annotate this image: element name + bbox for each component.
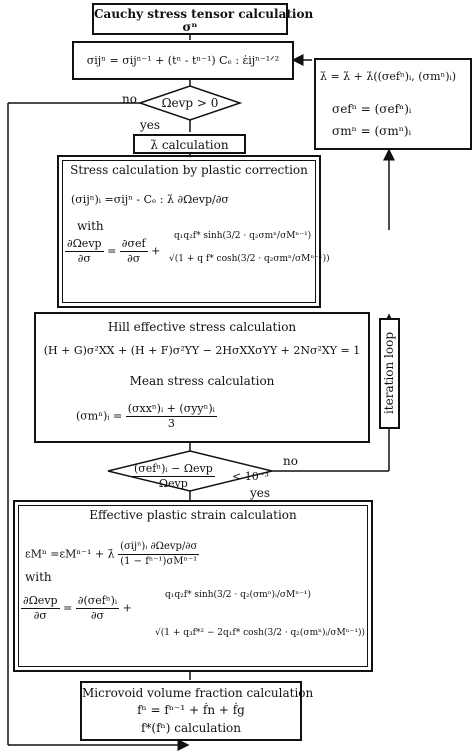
decision2-den: Ωevp — [158, 477, 188, 490]
strain-with: with — [25, 570, 52, 584]
strain-lhs-den: ∂σ — [33, 609, 47, 622]
lambda-calculation-text: λ̇ calculation — [150, 138, 229, 152]
plastic-title: Stress calculation by plastic correction — [70, 163, 308, 177]
decision1-text: Ωevp > 0 — [161, 96, 219, 110]
mean-stress-den: 3 — [167, 417, 175, 430]
iteration-loop-label: iteration loop — [382, 331, 396, 415]
decision2-compare: < 10⁻³ — [232, 470, 269, 483]
plastic-lhs-num: ∂Ωevp — [65, 237, 104, 252]
plastic-correction-box: Stress calculation by plastic correction… — [57, 155, 330, 308]
mean-stress-title: Mean stress calculation — [129, 374, 275, 388]
strain-rhs1-den: ∂σ — [90, 609, 105, 622]
plastic-rhs1-num: ∂σef — [119, 237, 148, 252]
plastic-lhs: ∂Ωevp∂σ = ∂σef∂σ + — [65, 237, 161, 265]
decision1-no-label: no — [122, 92, 137, 106]
decision2-num: (σefⁿ)ᵢ − Ωevp — [132, 462, 215, 477]
decision2-yes-label: yes — [250, 486, 271, 500]
lambda-update-eq3: σmⁿ = (σmⁿ)ᵢ — [332, 124, 411, 138]
strain-eq-lhs: εMⁿ =εMⁿ⁻¹ + λ̇ — [25, 547, 115, 561]
plastic-with: with — [77, 219, 104, 233]
hill-equation: (H + G)σ²XX + (H + F)σ²YY − 2HσXXσYY + 2… — [43, 344, 361, 357]
fstar-calculation: f*(fⁿ) calculation — [140, 721, 242, 735]
strain-equation: εMⁿ =εMⁿ⁻¹ + λ̇ (σijⁿ)ᵢ ∂Ωevp/∂σ(1 − fⁿ⁻… — [25, 540, 200, 569]
mean-stress-num: (σxxⁿ)ᵢ + (σyyⁿ)ᵢ — [125, 402, 217, 417]
decision-diamond-1 — [137, 85, 243, 121]
iteration-loop-box: iteration loop — [379, 318, 400, 429]
lambda-update-eq2: σefⁿ = (σefⁿ)ᵢ — [332, 102, 412, 116]
decision2-no-label: no — [283, 454, 298, 468]
cauchy-title: Cauchy stress tensor calculation — [94, 7, 314, 21]
strain-title: Effective plastic strain calculation — [89, 508, 297, 522]
microvoid-box: Microvoid volume fraction calculation fⁿ… — [80, 681, 314, 741]
lambda-update-eq1: λ̇ = λ̇ + λ̇((σefⁿ)ᵢ, (σmⁿ)ᵢ) — [320, 70, 457, 83]
microvoid-equation: fⁿ = fⁿ⁻¹ + ḟn + ḟg — [137, 703, 245, 717]
trial-stress-equation: σijⁿ = σijⁿ⁻¹ + (tⁿ - tⁿ⁻¹) Cₑ : ε̇ijⁿ⁻¹… — [86, 54, 280, 67]
hill-stress-box: Hill effective stress calculation (H + G… — [34, 312, 370, 443]
cauchy-stress-box: Cauchy stress tensor calculation σⁿ — [92, 3, 314, 35]
strain-lhs: ∂Ωevp∂σ = ∂(σefⁿ)ᵢ∂σ + — [21, 594, 132, 622]
microvoid-title: Microvoid volume fraction calculation — [82, 686, 314, 700]
plastic-rhs2-num: q₁q₂f* sinh(3/2 · q₂σmⁿ/σMⁿ⁻¹) — [174, 231, 312, 241]
plastic-correction-inner-border — [62, 160, 316, 303]
hill-title: Hill effective stress calculation — [107, 320, 297, 334]
plastic-lhs-den: ∂σ — [77, 252, 91, 265]
effective-strain-inner-border — [18, 505, 368, 667]
decision1-yes-label: yes — [140, 118, 161, 132]
strain-rhs2-num: q₁q₂f* sinh(3/2 · q₂(σmⁿ)ᵢ/σMⁿ⁻¹) — [165, 590, 312, 600]
strain-eq-num: (σijⁿ)ᵢ ∂Ωevp/∂σ — [118, 540, 200, 555]
strain-lhs-num: ∂Ωevp — [21, 594, 60, 609]
strain-rhs1-num: ∂(σefⁿ)ᵢ — [75, 594, 120, 609]
strain-rhs2-den: √(1 + q₃f*² − 2q₁f* cosh(3/2 · q₂(σmⁿ)ᵢ/… — [155, 628, 365, 638]
trial-stress-box: σijⁿ = σijⁿ⁻¹ + (tⁿ - tⁿ⁻¹) Cₑ : ε̇ijⁿ⁻¹… — [72, 41, 294, 80]
plastic-rhs1-den: ∂σ — [127, 252, 141, 265]
effective-strain-box: Effective plastic strain calculation εMⁿ… — [13, 500, 373, 672]
mean-stress-lhs: (σmⁿ)ᵢ = — [76, 409, 123, 423]
lambda-update-box: λ̇ = λ̇ + λ̇((σefⁿ)ᵢ, (σmⁿ)ᵢ) σefⁿ = (σe… — [314, 58, 472, 150]
plastic-rhs2-den: √(1 + q f* cosh(3/2 · q₂σmⁿ/σMⁿ⁻¹)) — [169, 254, 330, 264]
strain-eq-den: (1 − fⁿ⁻¹)σMⁿ⁻¹ — [120, 556, 198, 567]
cauchy-symbol: σⁿ — [182, 20, 198, 34]
lambda-calculation-box: λ̇ calculation — [133, 134, 246, 154]
plastic-eq1: (σijⁿ)ᵢ =σijⁿ - Cₑ : λ̇ ∂Ωevp/∂σ — [71, 193, 229, 206]
